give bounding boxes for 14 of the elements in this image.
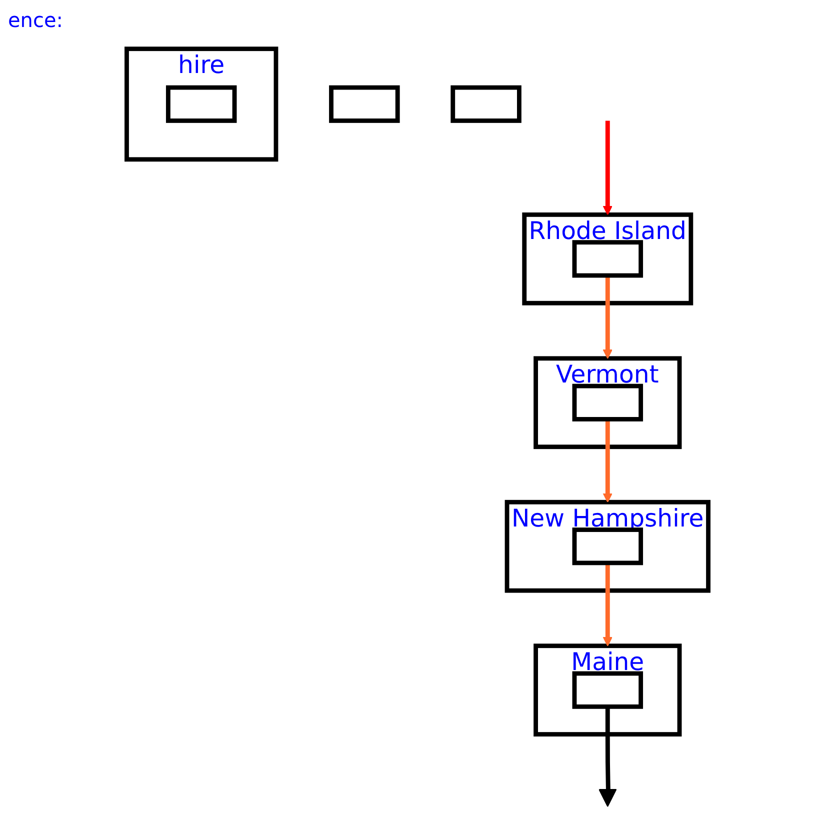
pointer-arrow xyxy=(602,419,613,503)
pointer-cell xyxy=(572,671,644,709)
pointer-arrow xyxy=(602,120,613,216)
pointer-arrow xyxy=(602,562,613,646)
ground-symbol xyxy=(598,789,616,807)
pointer-cell xyxy=(572,240,644,278)
pointer-arrow xyxy=(602,275,613,359)
connector-line xyxy=(605,706,610,790)
partial-label: ence: xyxy=(8,8,64,32)
pointer-cell xyxy=(572,384,644,422)
pointer-cell xyxy=(166,85,237,123)
partial-box xyxy=(329,85,400,123)
partial-box xyxy=(450,85,522,123)
pointer-cell xyxy=(572,528,644,566)
